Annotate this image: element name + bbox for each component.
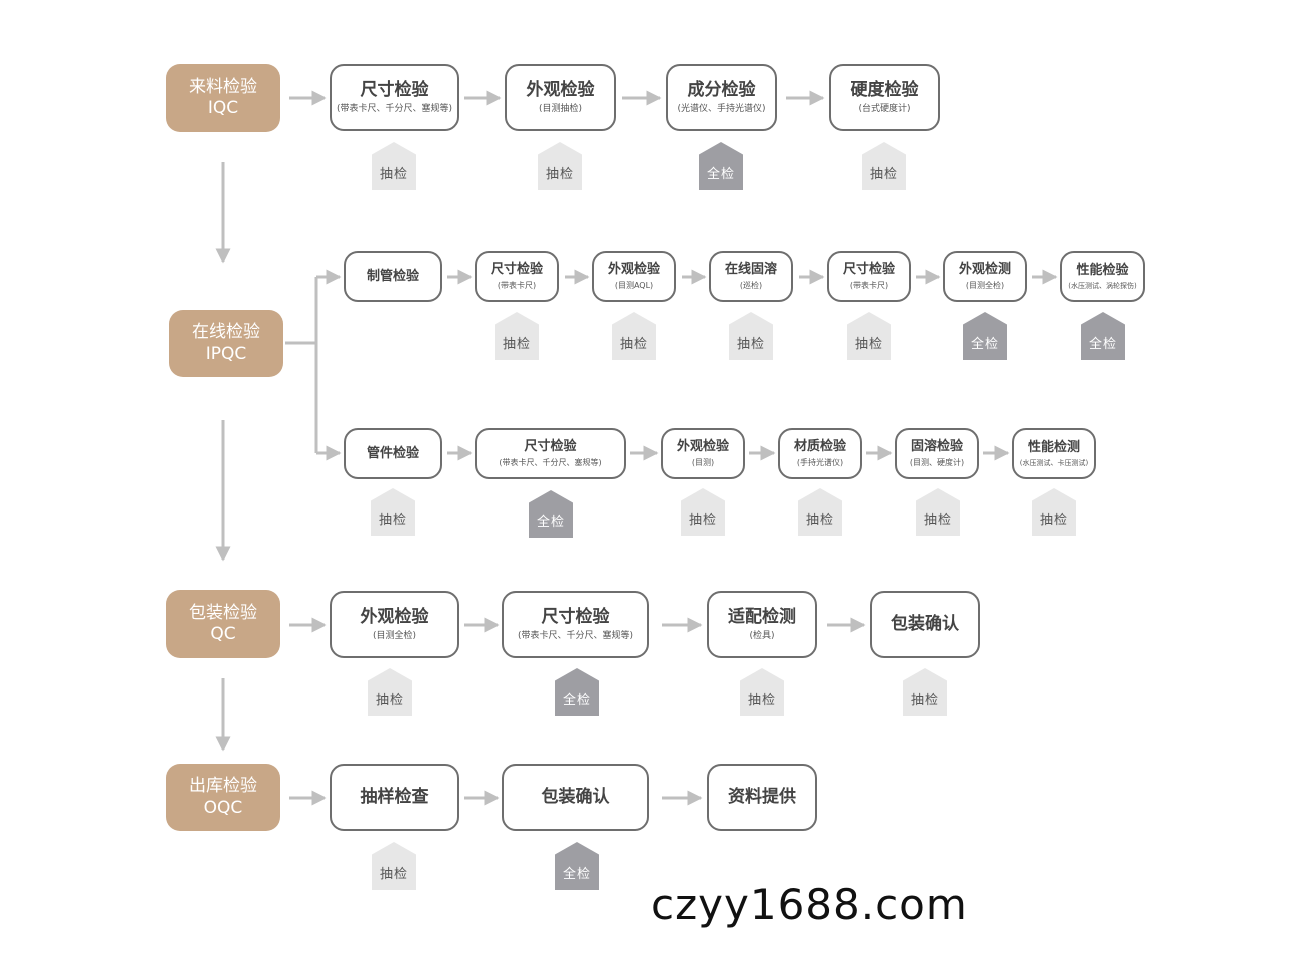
step-subtitle: (带表卡尺、千分尺、塞规等) — [336, 103, 453, 114]
step-box: 材质检验 (手持光谱仪) — [778, 428, 862, 479]
step-subtitle: (带表卡尺、千分尺、塞规等) — [517, 630, 634, 641]
step-box: 外观检验 (目测) — [661, 428, 745, 479]
step-title: 尺寸检验 — [360, 80, 429, 101]
step-title: 外观检测 — [958, 262, 1011, 278]
step-box: 成分检验 (光谱仪、手持光谱仪) — [666, 64, 777, 131]
step-subtitle: (目测全检) — [965, 281, 1005, 290]
step-box: 在线固溶 (巡检) — [709, 251, 793, 302]
step-box: 适配检测 (检具) — [707, 591, 817, 658]
step-title: 性能检测 — [1027, 440, 1080, 455]
step-box: 尺寸检验 (带表卡尺、千分尺、塞规等) — [502, 591, 649, 658]
stage-title: 出库检验 — [189, 776, 257, 797]
step-title: 尺寸检验 — [524, 439, 577, 455]
step-title: 在线固溶 — [724, 262, 777, 278]
step-subtitle: (目测全检) — [372, 630, 417, 641]
step-box: 包装确认 — [502, 764, 649, 831]
stage-ipqc: 在线检验 IPQC — [169, 310, 283, 377]
step-title: 固溶检验 — [910, 439, 963, 455]
step-title: 外观检验 — [676, 439, 729, 455]
step-title: 硬度检验 — [850, 80, 919, 101]
step-title: 材质检验 — [793, 439, 846, 455]
step-subtitle: (目测、硬度计) — [909, 458, 965, 467]
stage-oqc: 出库检验 OQC — [166, 764, 280, 831]
step-title: 尺寸检验 — [490, 262, 543, 278]
step-subtitle: (带表卡尺) — [849, 281, 889, 290]
step-title: 成分检验 — [687, 80, 756, 101]
step-title: 包装确认 — [541, 787, 610, 808]
step-title: 适配检测 — [728, 607, 796, 628]
step-box: 尺寸检验 (带表卡尺、千分尺、塞规等) — [475, 428, 626, 479]
step-box: 外观检验 (目测AQL) — [592, 251, 676, 302]
step-box: 尺寸检验 (带表卡尺、千分尺、塞规等) — [330, 64, 459, 131]
stage-title: 在线检验 — [192, 322, 260, 343]
step-title: 外观检验 — [607, 262, 660, 278]
step-box: 尺寸检验 (带表卡尺) — [827, 251, 911, 302]
step-box: 资料提供 — [707, 764, 817, 831]
step-title: 管件检验 — [366, 445, 419, 461]
step-title: 资料提供 — [728, 787, 796, 808]
step-box: 包装确认 — [870, 591, 980, 658]
stage-code: OQC — [203, 797, 243, 818]
stage-title: 包装检验 — [189, 602, 257, 623]
stage-code: IPQC — [205, 343, 247, 364]
stage-title: 来料检验 — [189, 76, 257, 97]
step-box: 管件检验 — [344, 428, 442, 479]
step-box: 固溶检验 (目测、硬度计) — [895, 428, 979, 479]
step-subtitle: (光谱仪、手持光谱仪) — [677, 103, 766, 114]
step-box: 性能检测 (水压测试、卡压测试) — [1012, 428, 1096, 479]
stage-qc: 包装检验 QC — [166, 590, 280, 658]
step-box: 抽样检查 — [330, 764, 459, 831]
step-box: 外观检测 (目测全检) — [943, 251, 1027, 302]
step-subtitle: (水压测试、卡压测试) — [1019, 458, 1089, 467]
stage-code: QC — [210, 624, 236, 644]
step-box: 外观检验 (目测抽检) — [505, 64, 616, 131]
step-title: 外观检验 — [526, 80, 595, 101]
step-subtitle: (带表卡尺、千分尺、塞规等) — [499, 458, 602, 467]
step-box: 性能检验 (水压测试、涡轮探伤) — [1060, 251, 1145, 302]
step-box: 外观检验 (目测全检) — [330, 591, 459, 658]
step-subtitle: (手持光谱仪) — [796, 458, 844, 467]
step-title: 尺寸检验 — [842, 262, 895, 278]
step-subtitle: (带表卡尺) — [497, 281, 537, 290]
step-title: 制管检验 — [366, 268, 419, 284]
step-box: 硬度检验 (台式硬度计) — [829, 64, 940, 131]
step-subtitle: (目测AQL) — [614, 281, 654, 290]
step-box: 尺寸检验 (带表卡尺) — [475, 251, 559, 302]
step-subtitle: (检具) — [749, 630, 775, 641]
stage-iqc: 来料检验 IQC — [166, 64, 280, 132]
stage-code: IQC — [207, 98, 239, 118]
watermark-text: czyy1688.com — [651, 880, 968, 929]
step-title: 尺寸检验 — [541, 607, 610, 628]
step-box: 制管检验 — [344, 251, 442, 302]
step-title: 包装确认 — [891, 614, 959, 635]
step-title: 性能检验 — [1076, 263, 1129, 278]
step-title: 抽样检查 — [360, 787, 429, 808]
step-title: 外观检验 — [360, 607, 429, 628]
step-subtitle: (目测) — [691, 458, 715, 467]
step-subtitle: (巡检) — [739, 281, 763, 290]
step-subtitle: (台式硬度计) — [858, 103, 911, 114]
step-subtitle: (水压测试、涡轮探伤) — [1068, 281, 1137, 290]
step-subtitle: (目测抽检) — [538, 103, 583, 114]
